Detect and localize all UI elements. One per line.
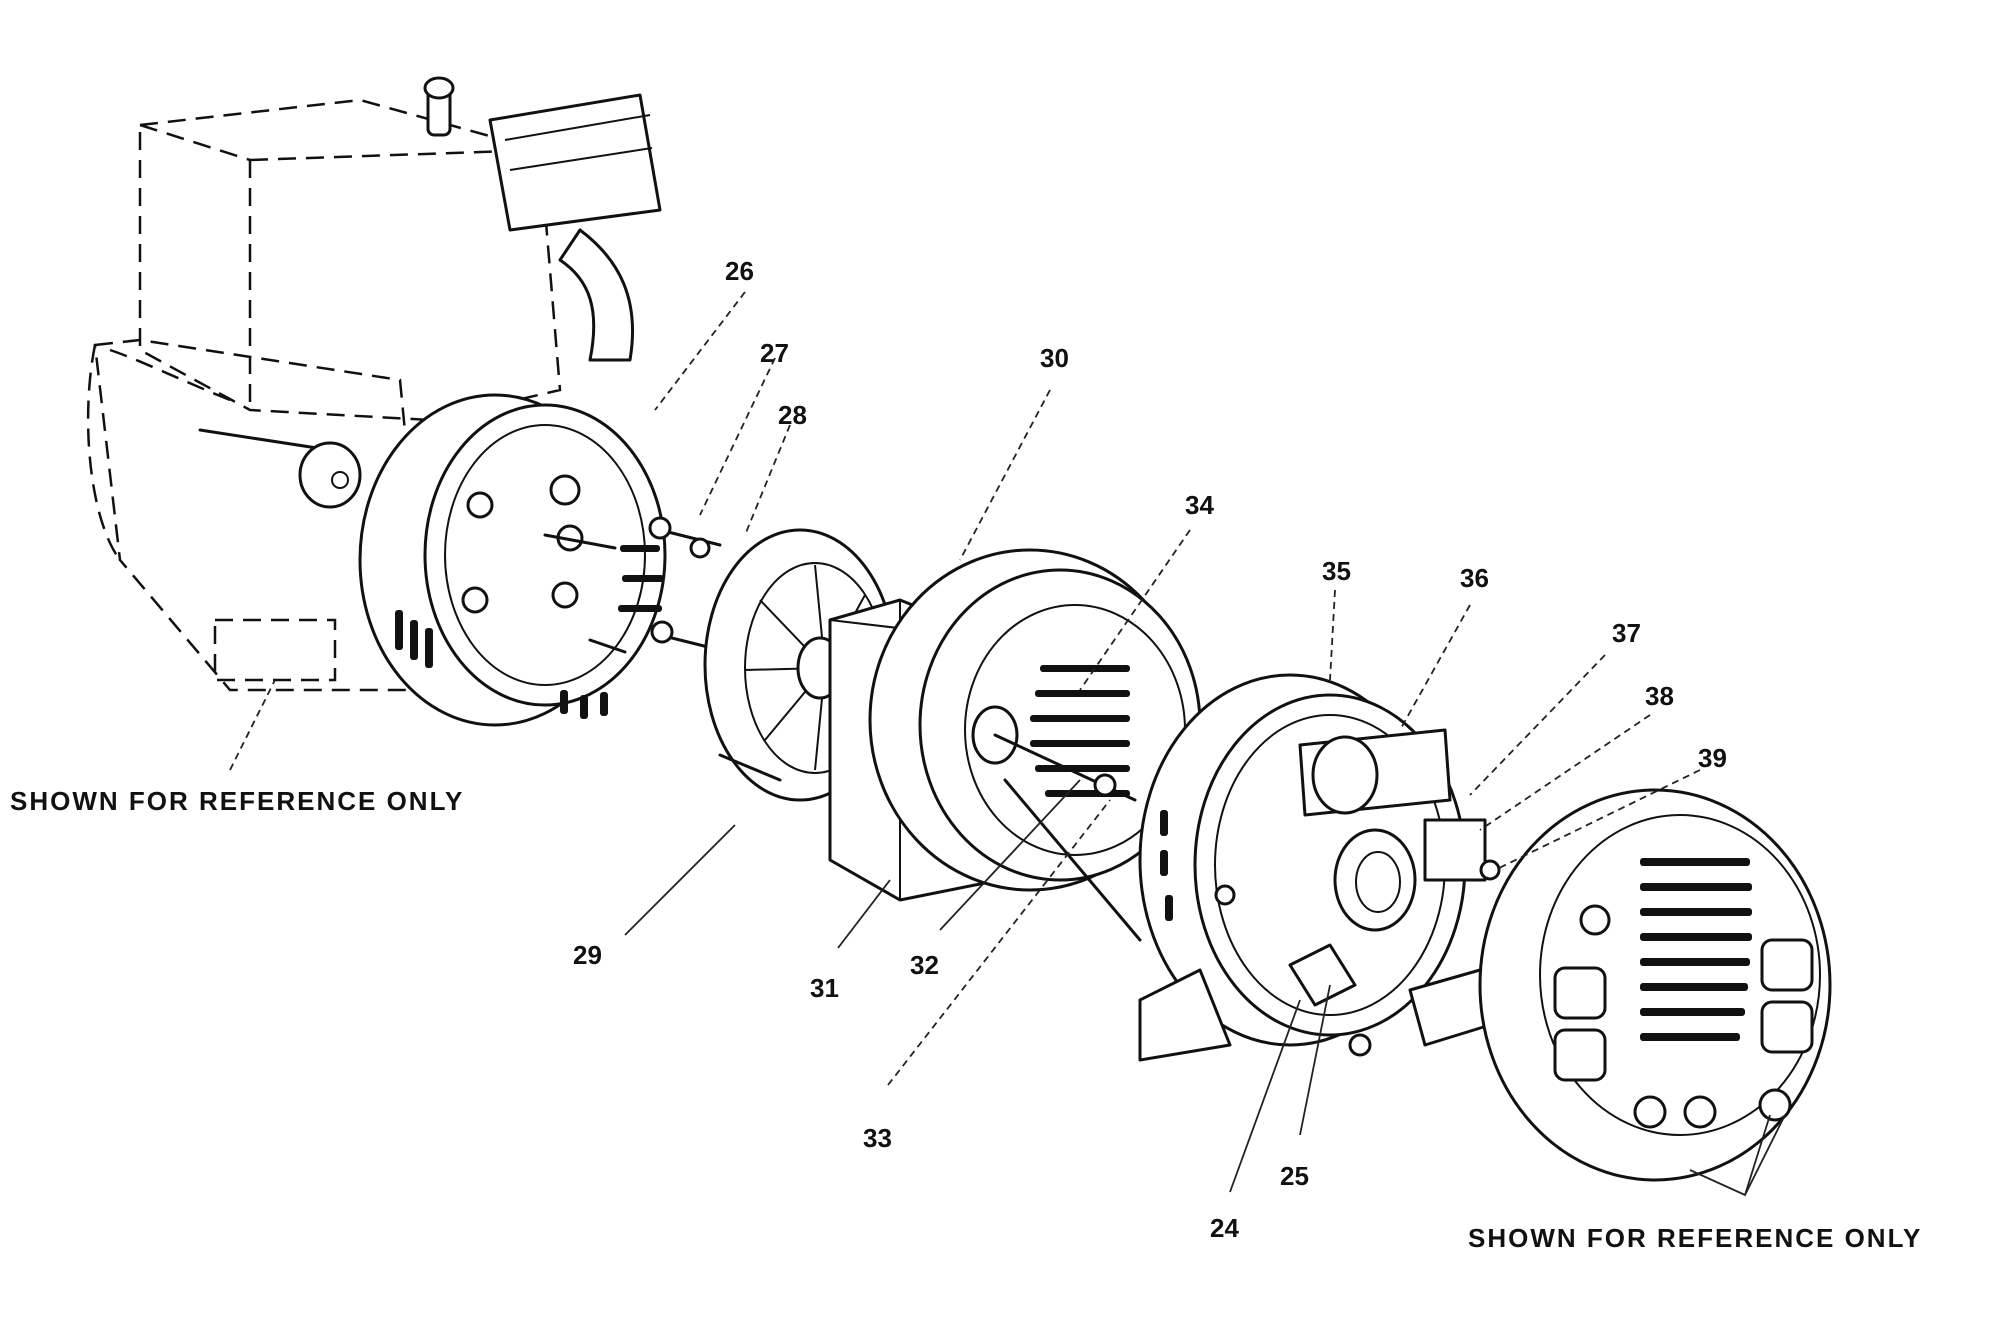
reference-note-right: SHOWN FOR REFERENCE ONLY: [1468, 1223, 1923, 1253]
callout-39: 39: [1698, 743, 1727, 773]
callout-32: 32: [910, 950, 939, 980]
callout-30: 30: [1040, 343, 1069, 373]
callout-27: 27: [760, 338, 789, 368]
part-35-end-bell: [1138, 673, 1501, 1062]
callout-24: 24: [1210, 1213, 1239, 1243]
callout-26: 26: [725, 256, 754, 286]
part-26-engine-adapter: [358, 393, 667, 727]
engine-reference: [86, 76, 662, 692]
callout-33: 33: [863, 1123, 892, 1153]
callout-29: 29: [573, 940, 602, 970]
callout-36: 36: [1460, 563, 1489, 593]
callout-37: 37: [1612, 618, 1641, 648]
control-panel-reference: [1478, 788, 1832, 1197]
callout-35: 35: [1322, 556, 1351, 586]
callout-34: 34: [1185, 490, 1214, 520]
callout-28: 28: [778, 400, 807, 430]
callout-31: 31: [810, 973, 839, 1003]
callout-25: 25: [1280, 1161, 1309, 1191]
callout-38: 38: [1645, 681, 1674, 711]
leader-lines: [229, 291, 1701, 1193]
part-30-stator: [868, 548, 1202, 942]
reference-note-left: SHOWN FOR REFERENCE ONLY: [10, 786, 465, 816]
